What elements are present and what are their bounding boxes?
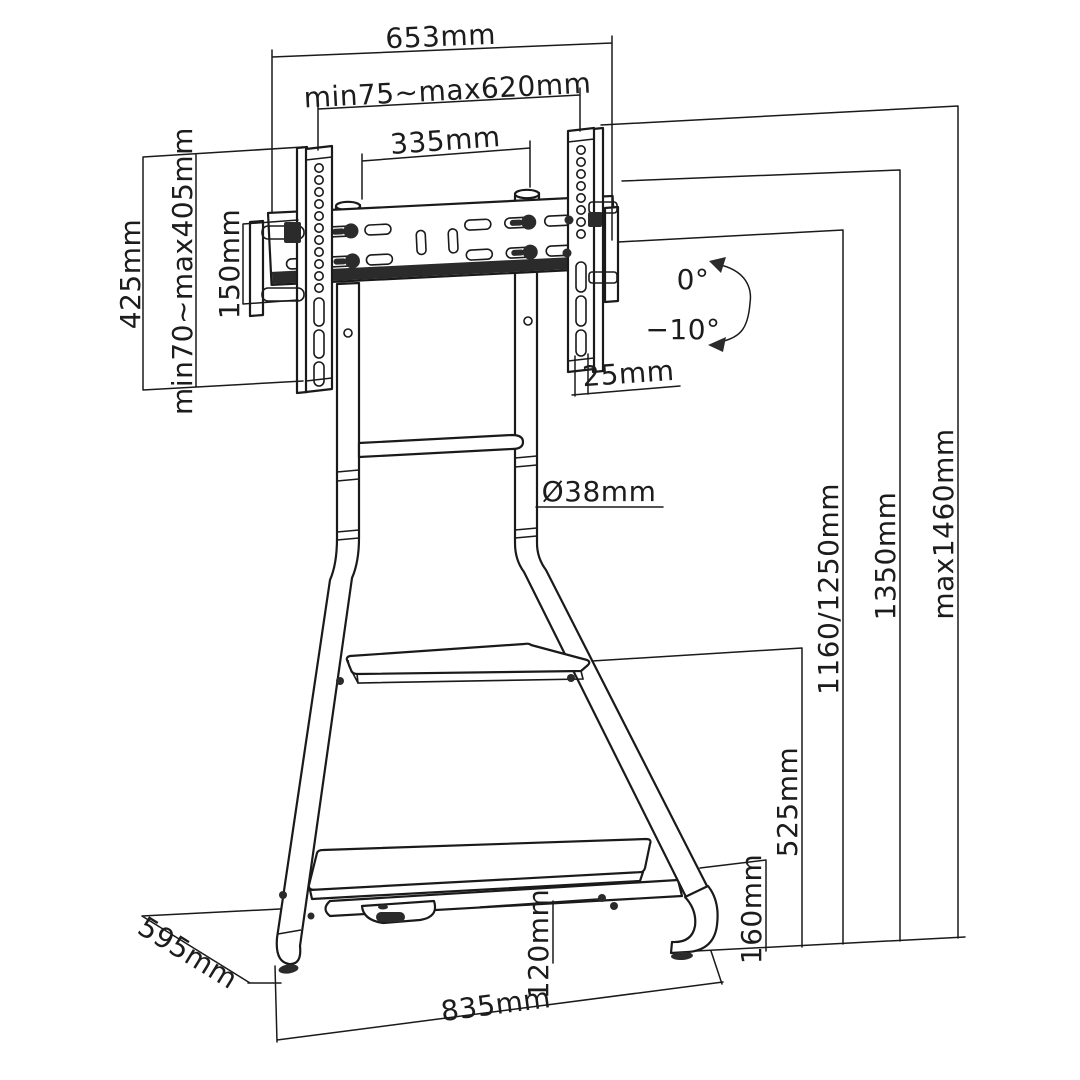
- shelf-bolt: [567, 674, 575, 682]
- floor-baseline: [695, 936, 966, 952]
- dim-label-shelf-height: 525mm: [771, 747, 804, 858]
- dimension-lines: [141, 35, 966, 1043]
- dim-line-base-depth: [141, 908, 282, 984]
- left-pole-leg: [275, 281, 361, 974]
- pole-screw: [343, 328, 353, 338]
- dim-line-pole-spacing: [361, 140, 531, 200]
- dim-line-mount-width: [271, 35, 613, 241]
- dim-label-upper-height: 1350mm: [869, 492, 902, 621]
- dim-label-base-bar-height: 160mm: [735, 854, 768, 965]
- crossbar: [336, 316, 538, 541]
- leg-bolt: [598, 894, 606, 902]
- dim-label-vesa-width: min75~max620mm: [303, 67, 592, 115]
- leg-bolt: [610, 902, 618, 910]
- dim-line-max-height: [600, 105, 959, 939]
- mount-rail: [266, 194, 618, 287]
- right-foot-pad: [671, 951, 693, 961]
- dim-line-mount-height: [142, 146, 304, 391]
- pole-screw: [523, 316, 533, 326]
- right-vesa-strip: [562, 126, 605, 374]
- dim-label-base-width: 835mm: [439, 981, 553, 1028]
- right-foot-elbow: [669, 884, 719, 961]
- dim-line-base-width: [274, 950, 724, 1043]
- dim-line-edge-offset: [571, 353, 681, 397]
- dim-line-ground-clearance: [479, 898, 599, 964]
- dim-label-mount-heights: 1160/1250mm: [812, 483, 845, 695]
- stand-structure: [248, 126, 719, 974]
- tilt-label-lower: −10°: [645, 313, 720, 346]
- middle-shelf: [336, 642, 591, 685]
- rail-bolts: [332, 214, 538, 269]
- dim-label-mount-height: 425mm: [114, 219, 147, 330]
- leg-bolt: [279, 891, 287, 899]
- dim-line-base-bar-height: [699, 859, 767, 952]
- dim-line-upper-height: [621, 169, 901, 942]
- tilt-arc: [708, 257, 752, 352]
- bottom-shelf: [307, 837, 652, 901]
- shelf-clamp: [360, 899, 437, 925]
- dim-label-pole-diameter: Ø38mm: [542, 475, 657, 508]
- dim-label-max-height: max1460mm: [927, 428, 960, 619]
- dim-label-ground-clearance: 120mm: [522, 889, 555, 1000]
- tilt-label-upper: 0°: [677, 263, 710, 296]
- dim-label-edge-offset: 25mm: [581, 354, 675, 393]
- dim-line-vesa-width: [317, 87, 581, 151]
- left-vesa-strip: [295, 144, 334, 395]
- leg-bolt: [307, 912, 315, 920]
- dim-line-mount-heights: [617, 229, 844, 945]
- left-foot-pad: [278, 964, 299, 974]
- dim-label-adapter-height: 150mm: [213, 209, 246, 320]
- dim-line-adapter-height: [242, 219, 299, 305]
- dim-label-vesa-height: min70~max405mm: [166, 127, 199, 415]
- dim-label-base-depth: 595mm: [132, 910, 243, 996]
- dim-label-pole-spacing: 335mm: [389, 120, 502, 161]
- dim-label-mount-width: 653mm: [385, 18, 497, 55]
- right-hook-bracket: [588, 201, 620, 304]
- shelf-bolt: [336, 677, 344, 685]
- left-hook-bracket: [248, 219, 305, 318]
- dim-line-shelf-height: [591, 647, 803, 948]
